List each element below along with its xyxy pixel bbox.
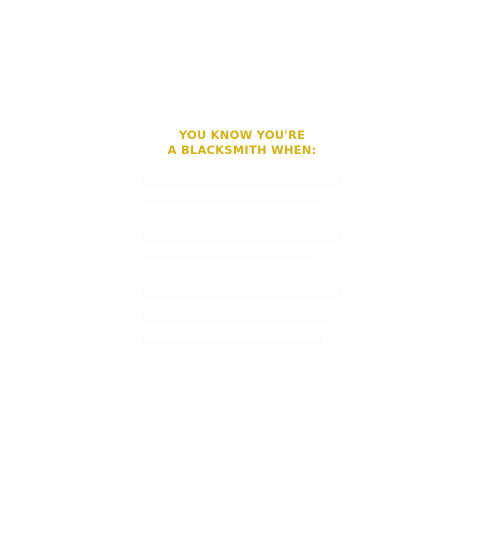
shirt-design: YOU KNOW YOU'RE A BLACKSMITH WHEN: (144, 120, 340, 350)
heading-line-1: YOU KNOW YOU'RE (178, 128, 306, 142)
ghost-line (144, 230, 340, 241)
ghost-line (144, 258, 314, 269)
ghost-line (144, 310, 330, 321)
ghost-line (144, 202, 324, 213)
ghost-line (144, 286, 340, 297)
ghost-line (144, 174, 340, 185)
design-heading: YOU KNOW YOU'RE A BLACKSMITH WHEN: (144, 128, 340, 158)
heading-line-2: A BLACKSMITH WHEN: (167, 143, 317, 157)
ghost-line (144, 332, 320, 343)
